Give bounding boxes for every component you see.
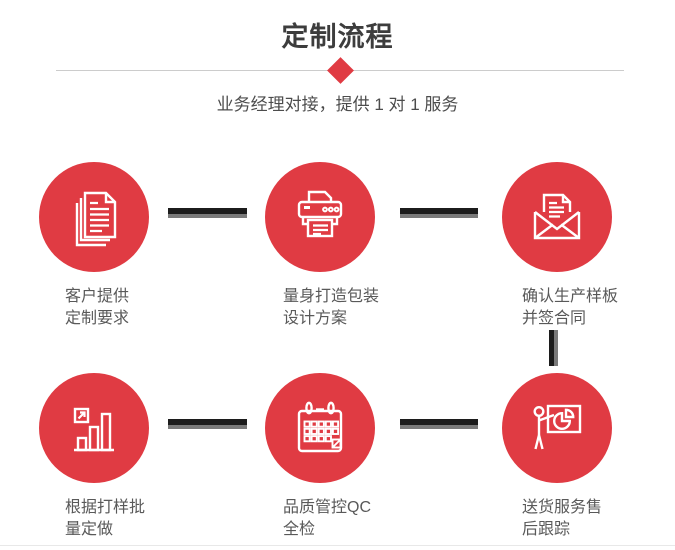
connector-step5-step6 bbox=[400, 419, 478, 429]
diamond-icon bbox=[327, 57, 354, 84]
step-4-label: 根据打样批 量定做 bbox=[65, 499, 146, 538]
step-6-label: 送货服务售 后跟踪 bbox=[522, 499, 603, 538]
step-2-circle bbox=[265, 162, 375, 272]
bottom-rule bbox=[0, 545, 675, 546]
step-3-circle bbox=[502, 162, 612, 272]
step-3-label: 确认生产样板 并签合同 bbox=[522, 288, 619, 327]
step-1-circle bbox=[39, 162, 149, 272]
step-2-label: 量身打造包装 设计方案 bbox=[283, 288, 380, 327]
step-1-label: 客户提供 定制要求 bbox=[65, 288, 130, 327]
connector-step3-step6 bbox=[549, 330, 558, 366]
step-4-circle bbox=[39, 373, 149, 483]
page-subtitle: 业务经理对接，提供 1 对 1 服务 bbox=[216, 95, 459, 114]
page-title: 定制流程 bbox=[281, 22, 394, 52]
connector-step2-step3 bbox=[400, 208, 478, 218]
step-5-label: 品质管控QC 全检 bbox=[283, 499, 372, 538]
printer-icon bbox=[297, 190, 343, 238]
presentation-icon bbox=[533, 404, 582, 450]
envelope-icon bbox=[533, 193, 581, 240]
connector-step1-step2 bbox=[168, 208, 247, 218]
calendar-icon bbox=[297, 401, 343, 453]
step-6-circle bbox=[502, 373, 612, 483]
documents-icon bbox=[75, 191, 117, 247]
bar-chart-icon bbox=[73, 407, 114, 452]
connector-step4-step5 bbox=[168, 419, 247, 429]
step-5-circle bbox=[265, 373, 375, 483]
